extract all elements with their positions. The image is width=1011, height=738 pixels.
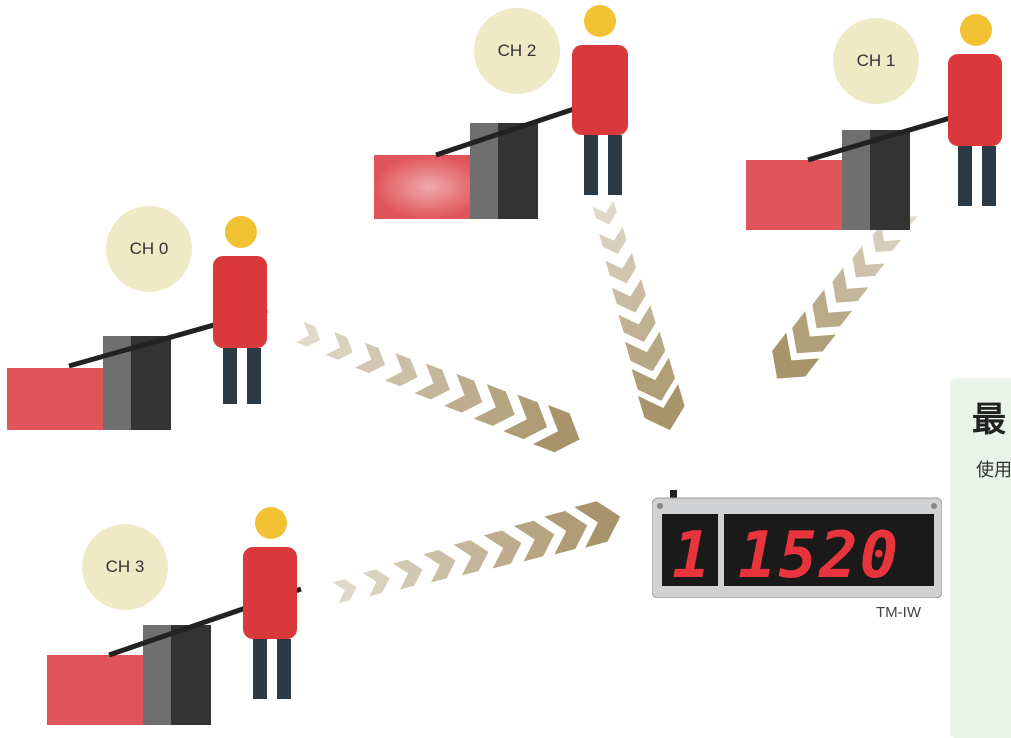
ch3-arrow-chevron [363,566,393,596]
ch1-arrow-chevron [845,246,885,286]
ch3-station [45,505,345,725]
ch3-arrow-chevron [484,526,526,568]
display-channel: 1 [672,524,713,588]
ch2-arrow-chevron [599,227,630,258]
ch0-arrow-chevron [325,332,357,364]
ch3-arrow-chevron [514,516,559,561]
ch2-arrow-chevron [612,279,650,317]
ch0-arrow-chevron [355,343,390,378]
ch3-arrow-chevron [423,546,459,582]
ch2-badge: CH 2 [474,8,560,94]
ch0-arrow-chevron [385,353,423,391]
ch1-badge: CH 1 [833,18,919,104]
ch3-arrow-chevron [453,536,492,575]
ch3-arrow-chevron [393,556,426,589]
device-model-label: TM-IW [876,604,921,621]
display-value: 1520 [738,524,900,588]
ch0-arrow-chevron [414,363,455,404]
ch2-arrow-chevron [618,305,660,347]
ch3-badge: CH 3 [82,524,168,610]
ch2-arrow-chevron [605,253,639,287]
ch0-badge: CH 0 [106,206,192,292]
ch0-arrow-chevron [444,374,489,419]
receiver-device: 1 1520 [652,490,942,598]
ch0-arrow-chevron [474,384,522,432]
